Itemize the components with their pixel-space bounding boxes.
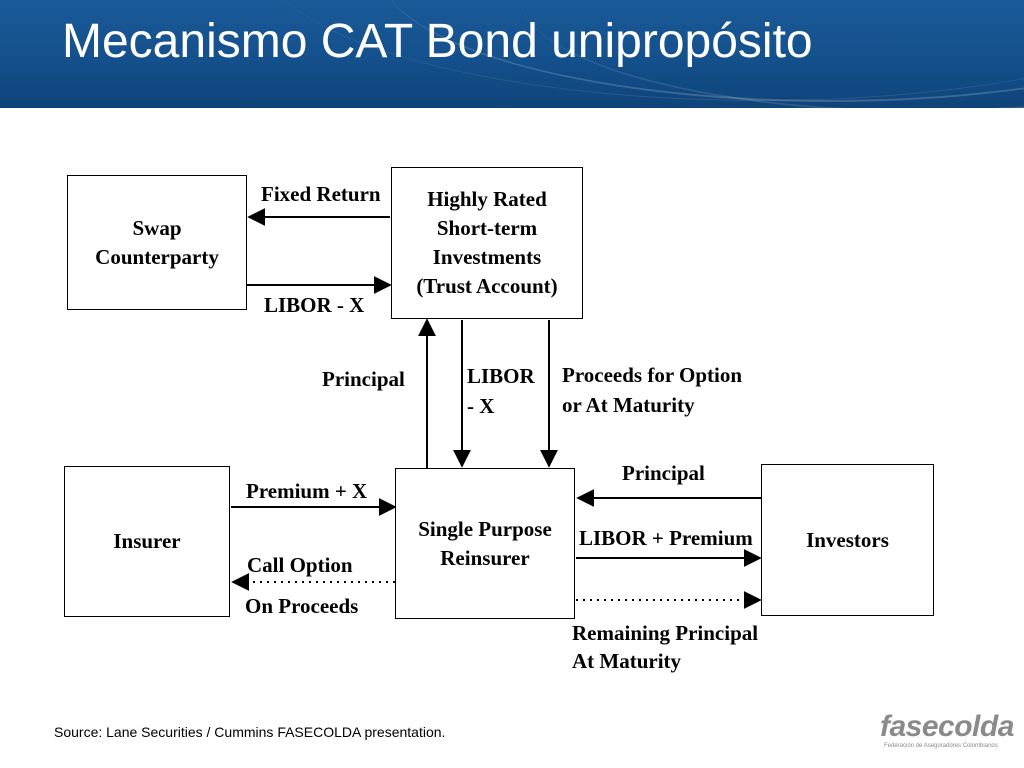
single-purpose-reinsurer-box: Single Purpose Reinsurer <box>395 468 575 619</box>
investors-box: Investors <box>761 464 934 616</box>
libor-x-swap-label: LIBOR - X <box>264 293 365 317</box>
principal-up-label: Principal <box>322 367 405 391</box>
swap-counterparty-label: Swap Counterparty <box>95 215 219 269</box>
insurer-label: Insurer <box>113 529 181 553</box>
logo-name: fasecolda <box>880 710 1014 743</box>
libor-premium-label: LIBOR + Premium <box>579 526 753 550</box>
principal-investors-label: Principal <box>622 461 705 485</box>
call-option-label: Call Option <box>247 553 353 577</box>
source-note: Source: Lane Securities / Cummins FASECO… <box>54 724 446 740</box>
proceeds-label: Proceeds for Option or At Maturity <box>562 363 743 417</box>
insurer-box: Insurer <box>64 466 230 617</box>
trust-account-box: Highly Rated Short-term Investments (Tru… <box>391 167 583 319</box>
title-bar: Mecanismo CAT Bond unipropósito <box>0 0 1024 108</box>
page-title: Mecanismo CAT Bond unipropósito <box>62 15 813 68</box>
premium-x-label: Premium + X <box>246 479 368 503</box>
trust-account-label: Highly Rated Short-term Investments (Tru… <box>416 187 558 298</box>
on-proceeds-label: On Proceeds <box>245 594 359 618</box>
remaining-principal-label: Remaining Principal At Maturity <box>572 621 759 673</box>
logo-tagline: Federación de Aseguradores Colombianos <box>884 743 998 749</box>
swap-counterparty-box: Swap Counterparty <box>67 175 247 310</box>
investors-label: Investors <box>806 527 889 552</box>
fasecolda-logo: fasecolda Federación de Aseguradores Col… <box>880 710 1014 756</box>
single-purpose-reinsurer-label: Single Purpose Reinsurer <box>418 516 552 570</box>
libor-x-down-label: LIBOR - X <box>467 364 535 418</box>
fixed-return-label: Fixed Return <box>261 182 381 206</box>
